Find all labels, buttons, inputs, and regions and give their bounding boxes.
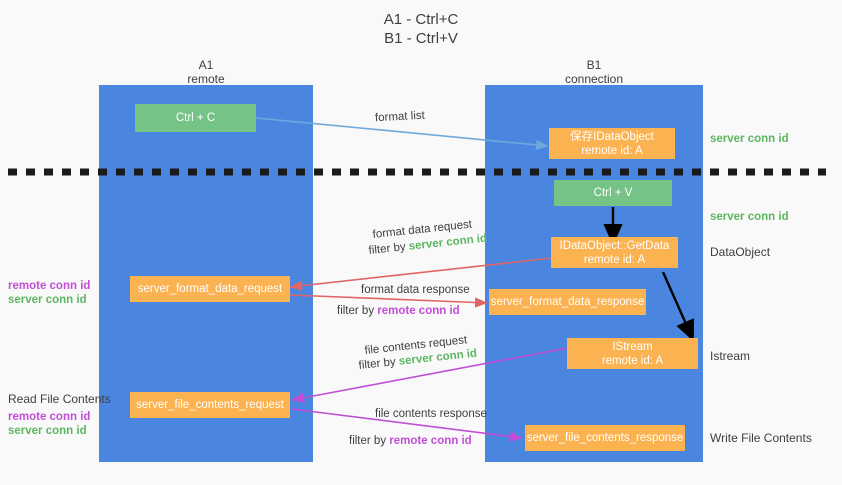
node-ctrl-c-label: Ctrl + C <box>175 112 216 124</box>
node-server-format-data-response[interactable]: server_format_data_response <box>489 289 646 315</box>
left-label-format-remote-conn-id: remote conn id <box>8 280 91 292</box>
node-server-format-data-request[interactable]: server_format_data_request <box>130 276 290 302</box>
node-server-format-data-request-label: server_format_data_request <box>137 283 283 295</box>
node-idataobject-getdata-line2: remote id: A <box>583 253 646 266</box>
left-label-read-file-contents: Read File Contents <box>8 392 111 406</box>
left-label-file-remote-conn-id: remote conn id <box>8 411 91 423</box>
caption-file-contents-response-filter-prefix: filter by <box>349 435 390 447</box>
node-idataobject-getdata-line1: IDataObject::GetData <box>559 239 670 252</box>
caption-file-contents-response-filter: filter by remote conn id <box>349 434 472 449</box>
node-ctrl-v-label: Ctrl + V <box>593 187 633 199</box>
node-save-idataobject-line1: 保存IDataObject <box>570 130 654 143</box>
column-header-a1: A1 remote <box>99 58 313 86</box>
node-server-file-contents-response[interactable]: server_file_contents_response <box>525 425 685 451</box>
node-ctrl-v[interactable]: Ctrl + V <box>554 180 672 206</box>
page-title: A1 - Ctrl+C B1 - Ctrl+V <box>383 11 459 47</box>
node-save-idataobject-line2: remote id: A <box>581 144 643 157</box>
left-label-file-server-conn-id: server conn id <box>8 425 87 437</box>
caption-file-contents-response-filter-value: remote conn id <box>389 435 472 447</box>
node-ctrl-c[interactable]: Ctrl + C <box>135 104 256 132</box>
node-server-file-contents-request[interactable]: server_file_contents_request <box>130 392 290 418</box>
caption-format-data-request-filter-prefix: filter by <box>368 240 410 257</box>
right-label-write-file-contents: Write File Contents <box>710 431 812 445</box>
node-server-format-data-response-label: server_format_data_response <box>490 296 645 308</box>
node-server-file-contents-response-label: server_file_contents_response <box>526 432 684 444</box>
column-header-b1: B1 connection <box>485 58 703 86</box>
left-label-format-server-conn-id: server conn id <box>8 294 87 306</box>
caption-format-data-response-filter-prefix: filter by <box>337 305 378 317</box>
right-label-istream: Istream <box>710 349 751 363</box>
node-idataobject-getdata[interactable]: IDataObject::GetData remote id: A <box>551 237 678 268</box>
node-istream-line1: IStream <box>612 340 653 353</box>
caption-format-data-response: format data response <box>361 284 470 296</box>
right-label-server-conn-id-top: server conn id <box>710 133 789 145</box>
caption-file-contents-request-filter-prefix: filter by <box>358 355 400 372</box>
column-a1-name: A1 <box>198 58 214 72</box>
column-b1-sub: connection <box>564 72 624 86</box>
right-label-dataobject: DataObject <box>710 245 771 259</box>
caption-format-list: format list <box>374 109 426 125</box>
caption-format-data-response-filter-value: remote conn id <box>377 305 460 317</box>
right-label-server-conn-id-second: server conn id <box>710 211 789 223</box>
caption-file-contents-response: file contents response <box>375 408 487 420</box>
column-b1-name: B1 <box>586 58 602 72</box>
column-a1-sub: remote <box>187 72 225 86</box>
node-istream[interactable]: IStream remote id: A <box>567 338 698 369</box>
node-save-idataobject[interactable]: 保存IDataObject remote id: A <box>549 128 675 159</box>
node-istream-line2: remote id: A <box>601 354 664 367</box>
node-server-file-contents-request-label: server_file_contents_request <box>136 399 284 411</box>
caption-format-data-response-filter: filter by remote conn id <box>337 304 460 319</box>
